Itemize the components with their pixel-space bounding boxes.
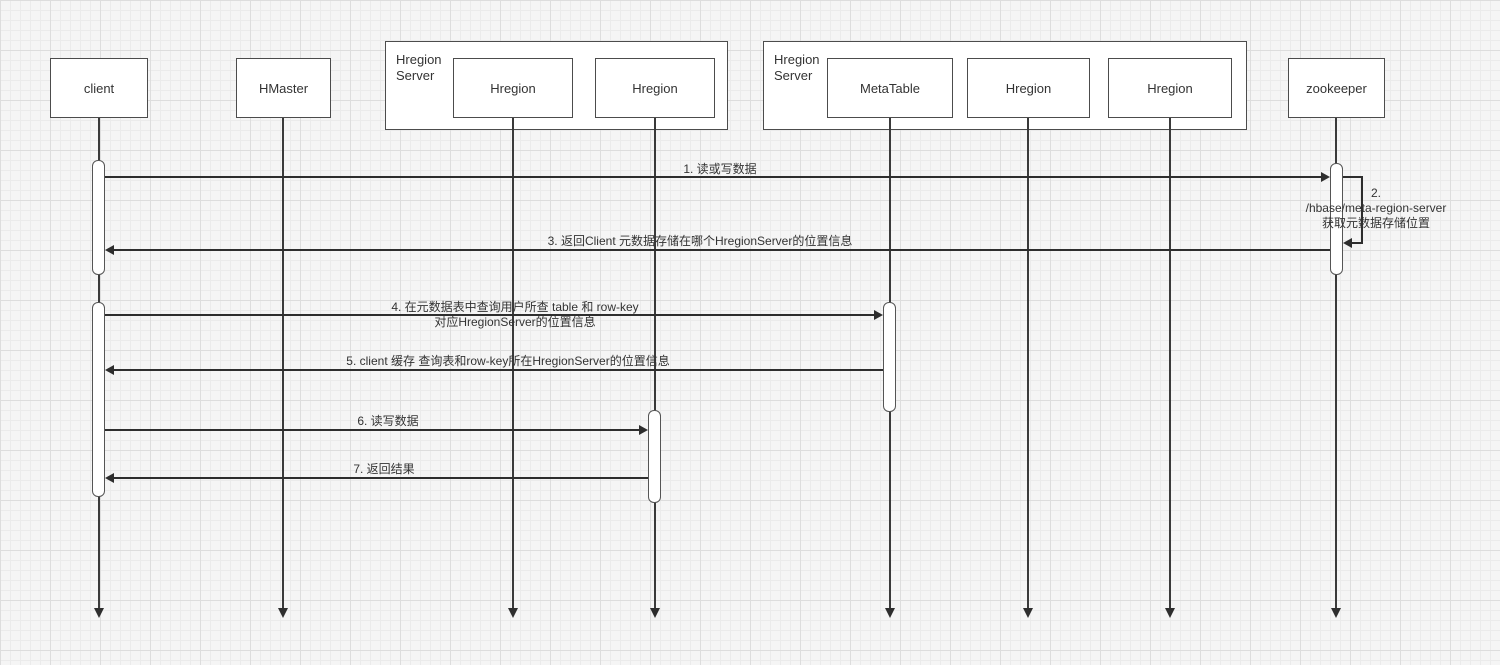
lifeline-zookeeper	[1335, 118, 1337, 610]
message-6-label: 6. 读写数据	[357, 414, 419, 428]
lifeline-metatable-arrow-icon	[885, 608, 895, 618]
message-4-label: 4. 在元数据表中查询用户所查 table 和 row-key 对应Hregio…	[391, 300, 638, 330]
message-3-line	[114, 249, 1330, 251]
actor-hregion-left-1: Hregion	[453, 58, 573, 118]
message-6-line	[105, 429, 639, 431]
lifeline-hregion-right-1-arrow-icon	[1023, 608, 1033, 618]
message-1-line	[105, 176, 1321, 178]
actor-metatable: MetaTable	[827, 58, 953, 118]
message-4-label-line1: 4. 在元数据表中查询用户所查 table 和 row-key	[391, 300, 639, 314]
lifeline-hregion-right-1	[1027, 118, 1029, 610]
message-2-label-desc: 获取元数据存储位置	[1321, 216, 1430, 230]
lifeline-client-arrow-icon	[94, 608, 104, 618]
message-5-arrowhead-icon	[105, 365, 114, 375]
message-5-label: 5. client 缓存 查询表和row-key所在HregionServer的…	[346, 354, 670, 368]
message-2-label: 2. /hbase/meta-region-server 获取元数据存储位置	[1290, 186, 1462, 231]
message-7-line	[114, 477, 648, 479]
message-2-line-out	[1343, 176, 1363, 178]
lifeline-hmaster-arrow-icon	[278, 608, 288, 618]
message-2-arrowhead-icon	[1343, 238, 1352, 248]
activation-client-1	[92, 160, 105, 275]
message-2-label-num: 2.	[1370, 186, 1381, 200]
message-1-label: 1. 读或写数据	[683, 162, 757, 176]
message-1-arrowhead-icon	[1321, 172, 1330, 182]
actor-hregion-right-1: Hregion	[967, 58, 1090, 118]
hregion-server-group-left-label: Hregion Server	[396, 52, 442, 83]
activation-zookeeper	[1330, 163, 1343, 275]
activation-metatable	[883, 302, 896, 412]
activation-hregion-left-2	[648, 410, 661, 503]
lifeline-hregion-right-2	[1169, 118, 1171, 610]
message-4-label-line2: 对应HregionServer的位置信息	[434, 315, 596, 329]
lifeline-hregion-left-1	[512, 118, 514, 610]
message-7-label: 7. 返回结果	[353, 462, 415, 476]
actor-client: client	[50, 58, 148, 118]
message-2-line-back	[1352, 242, 1363, 244]
lifeline-hregion-right-2-arrow-icon	[1165, 608, 1175, 618]
actor-hregion-left-2: Hregion	[595, 58, 715, 118]
message-2-label-path: /hbase/meta-region-server	[1305, 201, 1447, 215]
message-3-arrowhead-icon	[105, 245, 114, 255]
actor-hregion-right-2: Hregion	[1108, 58, 1232, 118]
message-4-arrowhead-icon	[874, 310, 883, 320]
actor-zookeeper: zookeeper	[1288, 58, 1385, 118]
activation-client-2	[92, 302, 105, 497]
message-4-line	[105, 314, 874, 316]
message-6-arrowhead-icon	[639, 425, 648, 435]
lifeline-zookeeper-arrow-icon	[1331, 608, 1341, 618]
message-5-line	[114, 369, 883, 371]
lifeline-hmaster	[282, 118, 284, 610]
lifeline-hregion-left-1-arrow-icon	[508, 608, 518, 618]
hregion-server-group-right-label: Hregion Server	[774, 52, 820, 83]
message-2-line-down	[1361, 176, 1363, 244]
actor-hmaster: HMaster	[236, 58, 331, 118]
lifeline-hregion-left-2-arrow-icon	[650, 608, 660, 618]
lifeline-hregion-left-2	[654, 118, 656, 610]
message-7-arrowhead-icon	[105, 473, 114, 483]
message-3-label: 3. 返回Client 元数据存储在哪个HregionServer的位置信息	[547, 234, 853, 248]
